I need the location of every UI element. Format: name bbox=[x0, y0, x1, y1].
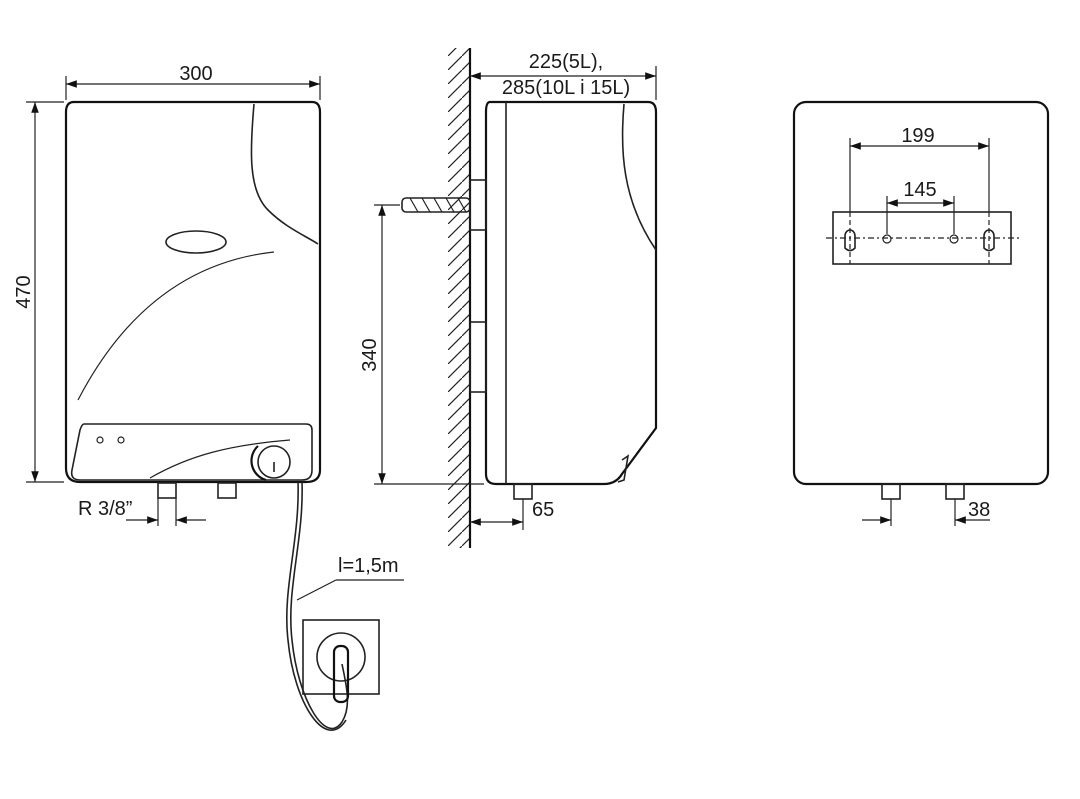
power-cable bbox=[289, 481, 349, 730]
keyhole-slot-left bbox=[844, 229, 856, 252]
side-pipe bbox=[513, 483, 533, 500]
thermostat-knob bbox=[250, 445, 291, 482]
front-body-outline bbox=[64, 100, 322, 484]
cable-length-label: l=1,5m bbox=[338, 555, 399, 577]
plate-hole-left bbox=[882, 234, 892, 244]
front-view: 300 470 R 3/8” l=1,5m bbox=[13, 63, 404, 731]
side-view: 225(5L), 285(10L i 15L) 340 65 bbox=[359, 48, 658, 548]
bracket-outer-label: 199 bbox=[901, 125, 934, 147]
plate-hole-right bbox=[949, 234, 959, 244]
front-logo-badge bbox=[165, 230, 227, 254]
mount-height-label: 340 bbox=[359, 338, 381, 371]
thread-label: R 3/8” bbox=[78, 498, 132, 520]
mounting-bracket bbox=[469, 179, 487, 231]
front-inlet-pipe bbox=[157, 482, 177, 499]
front-top-cover-curve bbox=[250, 103, 319, 245]
front-outlet-pipe bbox=[217, 482, 237, 499]
depth-label-5l: 225(5L), bbox=[529, 51, 604, 73]
bracket-inner-label: 145 bbox=[903, 179, 936, 201]
back-pipe-left bbox=[881, 483, 901, 500]
back-view: 199 145 38 bbox=[792, 100, 1050, 526]
indicator-light-2 bbox=[117, 436, 125, 444]
mounting-bracket-lower bbox=[469, 321, 487, 393]
pipe-offset-label: 65 bbox=[532, 499, 554, 521]
height-label: 470 bbox=[13, 275, 35, 308]
back-pipe-right bbox=[945, 483, 965, 500]
pipe-spacing-label: 38 bbox=[968, 499, 990, 521]
keyhole-slot-right bbox=[983, 229, 995, 252]
front-control-panel bbox=[70, 423, 313, 481]
width-label: 300 bbox=[179, 63, 212, 85]
back-body-outline bbox=[792, 100, 1050, 486]
side-body-outline bbox=[484, 100, 658, 486]
front-decor-arc bbox=[77, 251, 275, 401]
wall-hatching bbox=[448, 48, 470, 548]
wall-screw bbox=[401, 197, 471, 213]
depth-label-10-15l: 285(10L i 15L) bbox=[502, 77, 630, 99]
wall-socket bbox=[302, 619, 380, 704]
indicator-light-1 bbox=[96, 436, 104, 444]
front-panel-arc bbox=[149, 439, 291, 479]
side-top-cover-curve bbox=[621, 103, 657, 251]
